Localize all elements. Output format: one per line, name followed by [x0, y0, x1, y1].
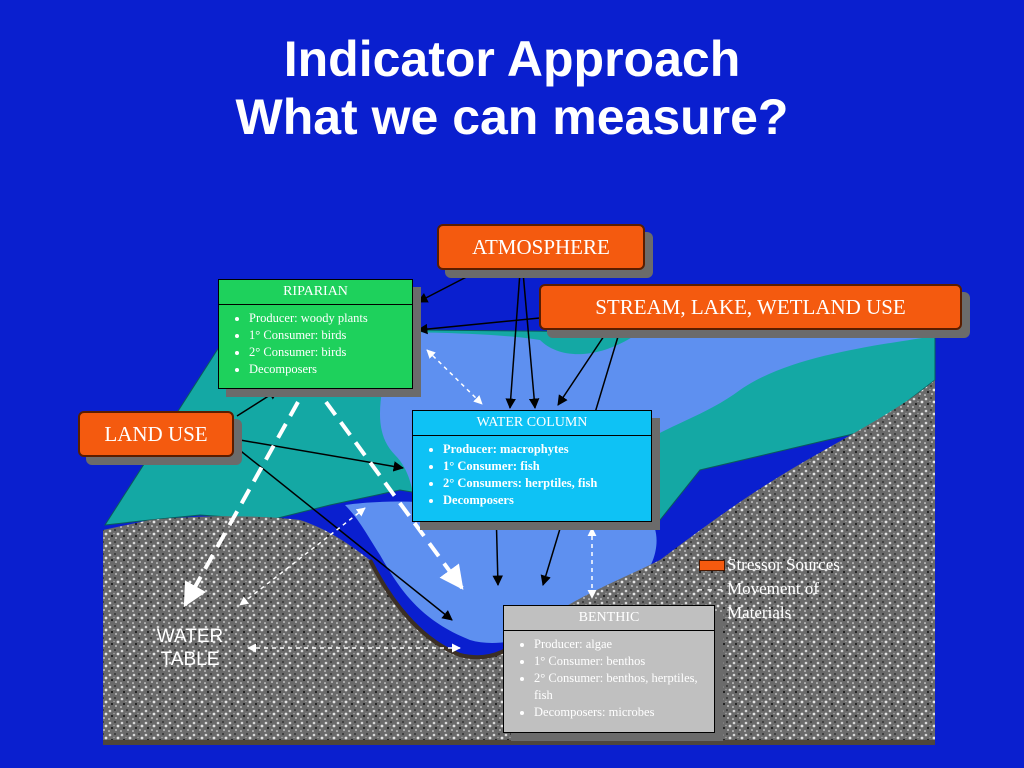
riparian-groundwater-flow [183, 401, 300, 608]
title-line-2: What we can measure? [235, 89, 789, 145]
title-line-1: Indicator Approach [283, 31, 741, 87]
stressor-swatch [699, 560, 725, 571]
slide-title: Indicator Approach What we can measure? [0, 30, 1024, 146]
water-column-list: Producer: macrophytes 1° Consumer: fish … [413, 436, 651, 513]
water-table-line-2: TABLE [160, 649, 220, 670]
water-column-item: Producer: macrophytes [443, 441, 647, 458]
legend-movement-text: Movement of Materials [727, 579, 820, 622]
benthic-item: Producer: algae [534, 636, 710, 653]
legend-stressor-row: Stressor Sources [697, 553, 877, 577]
water-table-line-1: WATER [156, 626, 224, 647]
riparian-water-exchange [426, 349, 483, 405]
land-use-label: LAND USE [78, 411, 234, 457]
water-column-box: WATER COLUMN Producer: macrophytes 1° Co… [412, 410, 652, 522]
water-column-item: 1° Consumer: fish [443, 458, 647, 475]
land-use-to-riparian-arrow [236, 389, 279, 417]
riparian-header: RIPARIAN [219, 280, 412, 305]
atmosphere-to-water-arrow-2 [522, 271, 540, 410]
riparian-item: Producer: woody plants [249, 310, 408, 327]
land-use-to-water-arrow [239, 439, 405, 472]
legend-movement-row: - - - Movement of Materials [697, 577, 877, 625]
atmosphere-to-water-arrow-1 [505, 271, 521, 410]
stream-use-to-riparian-arrow [416, 315, 561, 335]
water-table-label: WATER TABLE [135, 625, 245, 671]
riparian-item: 1° Consumer: birds [249, 327, 408, 344]
stream-lake-wetland-use-label: STREAM, LAKE, WETLAND USE [539, 284, 962, 330]
movement-dash-symbol: - - - [697, 579, 723, 598]
atmosphere-to-riparian-arrow [417, 269, 481, 303]
water-column-item: Decomposers [443, 492, 647, 509]
legend: Stressor Sources - - - Movement of Mater… [697, 553, 877, 625]
riparian-list: Producer: woody plants 1° Consumer: bird… [219, 305, 412, 382]
lake-groundwater-exchange [239, 507, 366, 606]
riparian-item: Decomposers [249, 361, 408, 378]
water-column-item: 2° Consumers: herptiles, fish [443, 475, 647, 492]
stream-use-to-water-arrow [557, 329, 609, 406]
benthic-item: 1° Consumer: benthos [534, 653, 710, 670]
riparian-lake-flow [324, 400, 464, 590]
water-column-header: WATER COLUMN [413, 411, 651, 436]
legend-stressor-text: Stressor Sources [727, 555, 840, 574]
riparian-item: 2° Consumer: birds [249, 344, 408, 361]
benthic-box: BENTHIC Producer: algae 1° Consumer: ben… [503, 605, 715, 733]
atmosphere-label: ATMOSPHERE [437, 224, 645, 270]
riparian-box: RIPARIAN Producer: woody plants 1° Consu… [218, 279, 413, 389]
benthic-item: 2° Consumer: benthos, herptiles, fish [534, 670, 710, 704]
benthic-item: Decomposers: microbes [534, 704, 710, 721]
benthic-list: Producer: algae 1° Consumer: benthos 2° … [504, 631, 714, 725]
benthic-header: BENTHIC [504, 606, 714, 631]
